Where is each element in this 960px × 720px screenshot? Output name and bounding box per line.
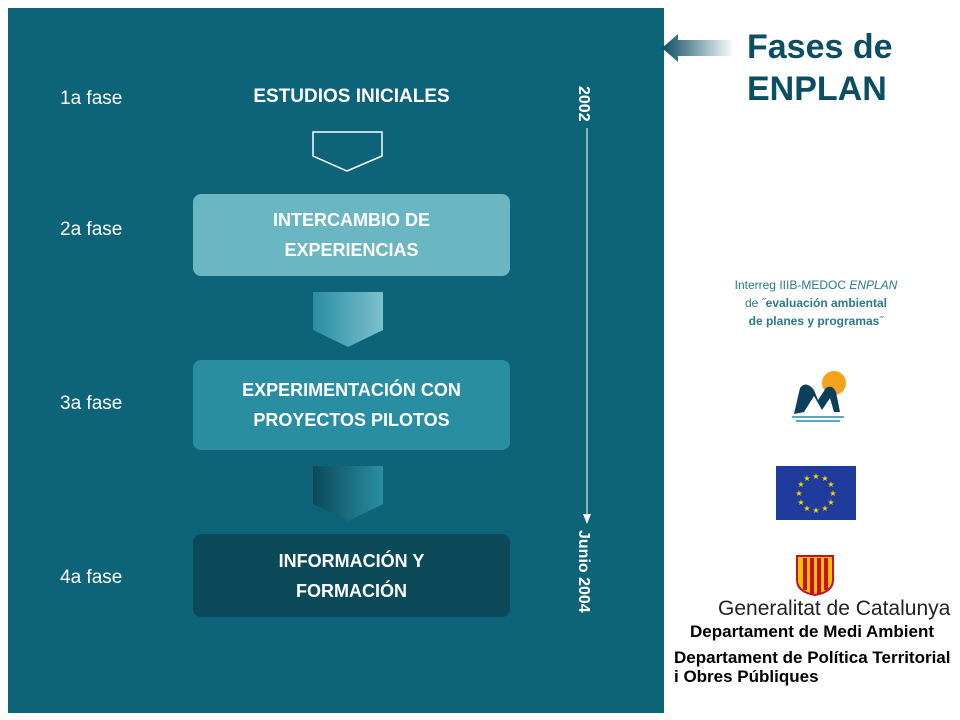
- phase-2-title-line1: INTERCAMBIO DE: [273, 210, 430, 230]
- phase-4-title-line1: INFORMACIÓN Y: [278, 550, 425, 571]
- svg-text:★: ★: [821, 504, 828, 513]
- phase-3-title-line1: EXPERIMENTACIÓN CON: [242, 380, 461, 400]
- timeline-end-label: Junio 2004: [575, 530, 592, 613]
- down-arrow-icon: [313, 466, 383, 521]
- timeline-start-label: 2002: [575, 86, 592, 122]
- generalitat-name: Generalitat de Catalunya: [718, 597, 951, 620]
- pointer-arrow-icon: [662, 34, 734, 62]
- svg-text:★: ★: [797, 480, 804, 489]
- interreg-de: de ˝: [744, 296, 766, 310]
- slide-title: Fases de ENPLAN: [747, 26, 893, 110]
- phase-4-box: INFORMACIÓN Y FORMACIÓN: [193, 534, 510, 617]
- svg-text:★: ★: [821, 474, 828, 483]
- phase-1-title: ESTUDIOS INICIALES: [253, 86, 450, 107]
- phase-label-4: 4a fase: [60, 567, 123, 588]
- svg-text:★: ★: [827, 480, 834, 489]
- dept-politica-territorial-line1: Departament de Política Territorial: [674, 648, 951, 667]
- eu-flag-icon: ★★★ ★★★ ★★★ ★★★: [776, 466, 856, 520]
- dept-medi-ambient: Departament de Medi Ambient: [690, 622, 935, 641]
- phase-4-title-line2: FORMACIÓN: [296, 580, 407, 601]
- generalitat-emblem-icon: [796, 555, 834, 596]
- down-arrow-outline-icon: [312, 131, 383, 172]
- phase-label-2: 2a fase: [60, 219, 123, 240]
- svg-text:★: ★: [803, 504, 810, 513]
- timeline-arrow: [583, 128, 591, 524]
- interreg-caption: Interreg IIIB-MEDOC ENPLAN de ˝evaluació…: [682, 276, 950, 330]
- svg-text:★: ★: [795, 489, 802, 498]
- interreg-subject-line1: evaluación ambiental: [765, 296, 888, 310]
- slide-title-line2: ENPLAN: [747, 70, 887, 108]
- svg-text:★: ★: [803, 474, 810, 483]
- interreg-quote-close: ˝: [879, 314, 884, 328]
- svg-text:★: ★: [812, 506, 819, 515]
- phase-label-3: 3a fase: [60, 393, 123, 414]
- interreg-prefix: Interreg IIIB-MEDOC: [734, 278, 850, 292]
- interreg-project: ENPLAN: [849, 278, 898, 292]
- phase-label-1: 1a fase: [60, 88, 123, 109]
- svg-text:★: ★: [827, 498, 834, 507]
- down-arrow-icon: [313, 292, 383, 347]
- svg-text:★: ★: [829, 489, 836, 498]
- phase-3-title-line2: PROYECTOS PILOTOS: [253, 410, 450, 430]
- phase-3-box: EXPERIMENTACIÓN CON PROYECTOS PILOTOS: [193, 360, 510, 450]
- dept-politica-territorial-line2: i Obres Públiques: [674, 667, 819, 686]
- phase-2-title-line2: EXPERIENCIAS: [284, 240, 419, 260]
- svg-text:★: ★: [812, 472, 819, 481]
- medoc-logo: [792, 371, 846, 422]
- svg-text:★: ★: [797, 498, 804, 507]
- slide-title-line1: Fases de: [747, 28, 893, 66]
- phase-2-box: INTERCAMBIO DE EXPERIENCIAS: [193, 194, 510, 276]
- interreg-subject-line2: de planes y programas: [748, 314, 880, 328]
